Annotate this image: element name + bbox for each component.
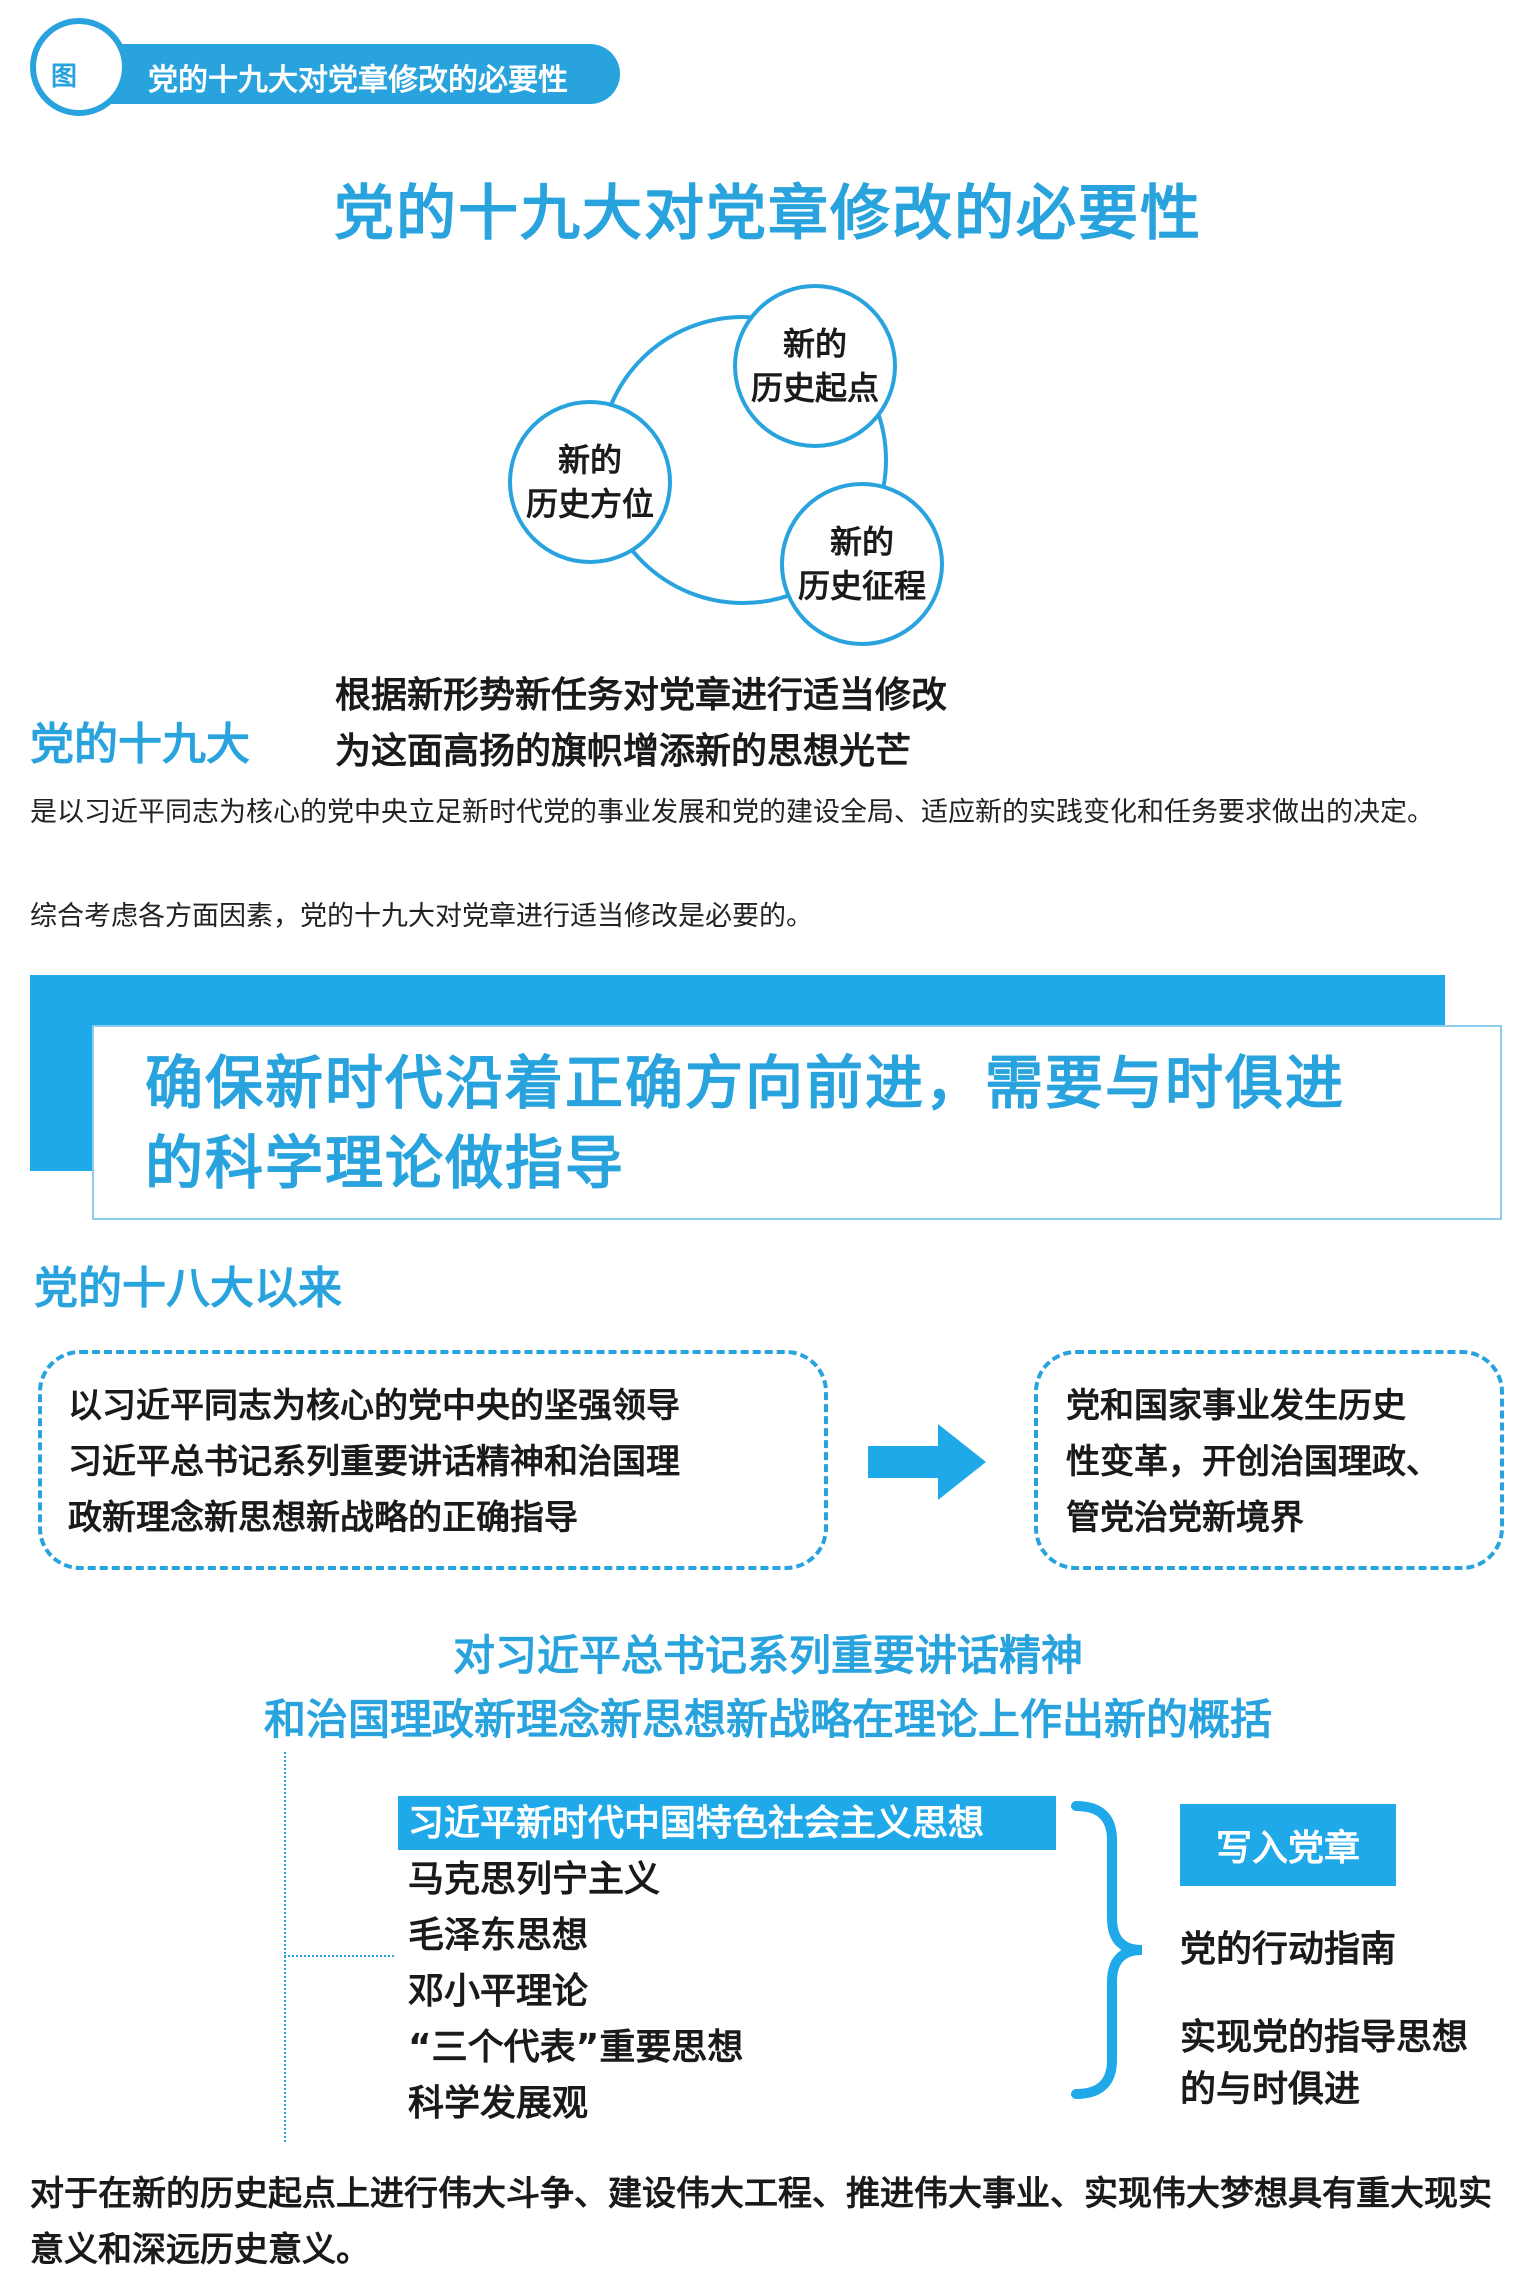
node-line: 新的	[782, 325, 847, 363]
theory-item-scientific-development: 科学发展观	[408, 2083, 589, 2124]
connector-vertical	[284, 1752, 286, 2142]
cause-line: 以习近平同志为核心的党中央的坚强领导	[68, 1386, 680, 1426]
congress-line-2: 为这面高扬的旗帜增添新的思想光芒	[335, 731, 912, 772]
final-statement: 对于在新的历史起点上进行伟大斗争、建设伟大工程、推进伟大事业、实现伟大梦想具有重…	[30, 2174, 1492, 2270]
node-historical-journey: 新的 历史征程	[780, 482, 944, 646]
congress-line-1: 根据新形势新任务对党章进行适当修改	[335, 675, 948, 716]
node-line: 历史起点	[750, 369, 879, 407]
result-line: 管党治党新境界	[1066, 1498, 1304, 1538]
theory-item-marxism: 马克思列宁主义	[408, 1859, 661, 1900]
cause-line: 习近平总书记系列重要讲话精神和治国理	[68, 1442, 680, 1482]
result-line: 性变革，开创治国理政、	[1066, 1442, 1440, 1482]
brace-icon	[1071, 1801, 1143, 2099]
guide-text: 实现党的指导思想 的与时俱进	[1180, 2012, 1468, 2116]
theory-item-three-represents: “三个代表”重要思想	[408, 2027, 744, 2068]
banner-box	[92, 1025, 1502, 1220]
node-line: 新的	[557, 441, 622, 479]
highlight-bar	[398, 1796, 1056, 1850]
paragraph-2: 综合考虑各方面因素，党的十九大对党章进行适当修改是必要的。	[30, 901, 813, 932]
banner-line-2: 的科学理论做指导	[145, 1129, 626, 1197]
main-title: 党的十九大对党章修改的必要性	[334, 179, 1202, 249]
result-box	[1034, 1350, 1504, 1570]
node-historical-start: 新的 历史起点	[733, 284, 897, 448]
header-tag-circle	[30, 18, 128, 116]
cause-box	[38, 1350, 828, 1570]
header-tag-bar	[100, 44, 620, 104]
right-arrow-icon	[868, 1424, 986, 1500]
congress-statements: 根据新形势新任务对党章进行适当修改 为这面高扬的旗帜增添新的思想光芒	[335, 668, 947, 780]
figure-label: 图	[51, 62, 78, 92]
cause-line: 政新理念新思想新战略的正确指导	[68, 1498, 578, 1538]
summary-line-2: 和治国理政新理念新思想新战略在理论上作出新的概括	[263, 1695, 1272, 1744]
node-line: 新的	[829, 523, 894, 561]
node-line: 历史征程	[797, 567, 926, 605]
write-into-constitution-badge: 写入党章	[1180, 1804, 1396, 1886]
theory-item-deng: 邓小平理论	[408, 1971, 589, 2012]
summary-title: 对习近平总书记系列重要讲话精神 和治国理政新理念新思想新战略在理论上作出新的概括	[0, 1624, 1536, 1752]
banner-line-1: 确保新时代沿着正确方向前进，需要与时俱进	[145, 1049, 1346, 1117]
node-line: 历史方位	[525, 485, 654, 523]
paragraph-1: 是以习近平同志为核心的党中央立足新时代党的事业发展和党的建设全局、适应新的实践变…	[30, 797, 1434, 828]
guide-line: 的与时俱进	[1180, 2069, 1361, 2110]
node-historical-position: 新的 历史方位	[508, 400, 672, 564]
theory-item-xi: 习近平新时代中国特色社会主义思想	[408, 1803, 985, 1844]
summary-line-1: 对习近平总书记系列重要讲话精神	[452, 1631, 1083, 1680]
cause-text: 以习近平同志为核心的党中央的坚强领导 习近平总书记系列重要讲话精神和治国理 政新…	[68, 1378, 680, 1546]
banner-heading: 确保新时代沿着正确方向前进，需要与时俱进 的科学理论做指导	[145, 1043, 1465, 1203]
since-label: 党的十八大以来	[34, 1263, 342, 1314]
action-guide-label: 党的行动指南	[1180, 1929, 1397, 1970]
theory-item-mao: 毛泽东思想	[408, 1915, 589, 1956]
guide-line: 实现党的指导思想	[1180, 2017, 1469, 2058]
result-line: 党和国家事业发生历史	[1066, 1386, 1406, 1426]
header-tag-title: 党的十九大对党章修改的必要性	[148, 63, 568, 98]
result-text: 党和国家事业发生历史 性变革，开创治国理政、 管党治党新境界	[1066, 1378, 1440, 1546]
congress-label: 党的十九大	[30, 719, 250, 770]
connector-horizontal	[284, 1955, 394, 1957]
